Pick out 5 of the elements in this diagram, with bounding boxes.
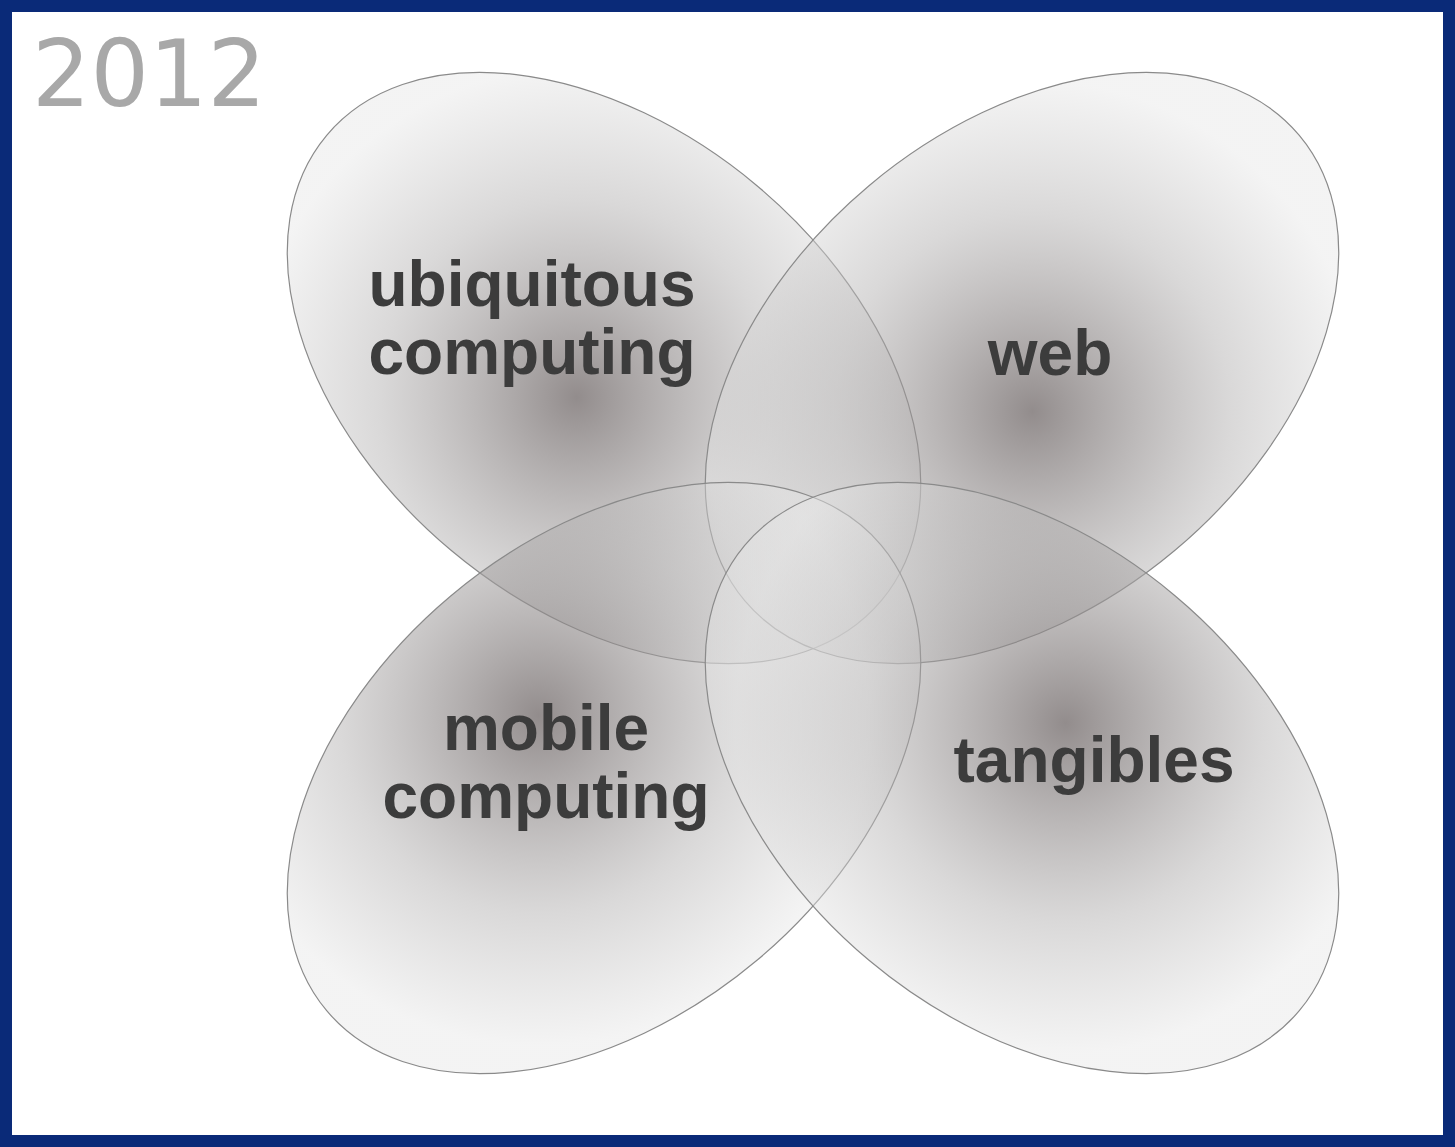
set-label: web bbox=[986, 319, 1114, 387]
set-label: ubiquitous computing bbox=[367, 250, 697, 386]
set-label: mobile computing bbox=[381, 694, 711, 830]
set-label: tangibles bbox=[952, 726, 1236, 794]
year-heading: 2012 bbox=[32, 20, 267, 130]
